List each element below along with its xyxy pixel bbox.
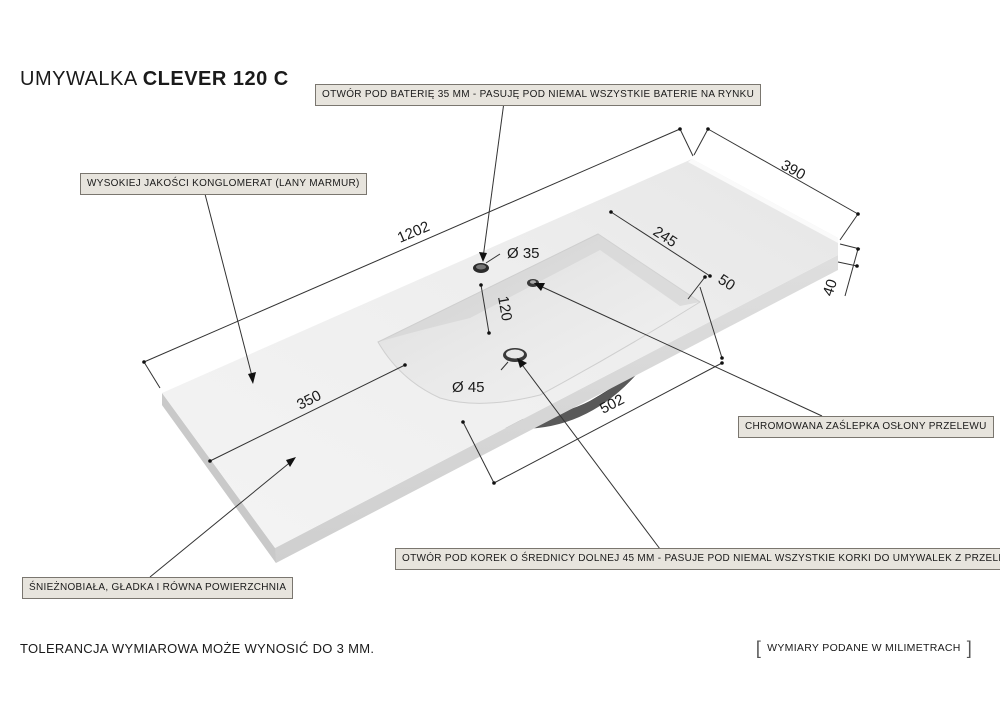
tolerance-note: TOLERANCJA WYMIAROWA MOŻE WYNOSIĆ DO 3 M… bbox=[20, 641, 375, 656]
bracket-left-icon: [ bbox=[755, 638, 762, 658]
units-note-text: WYMIARY PODANE W MILIMETRACH bbox=[767, 642, 961, 654]
basin-rim-shadow bbox=[378, 234, 600, 342]
overflow-cap-shine bbox=[530, 280, 536, 284]
leader-arrowheads bbox=[248, 252, 545, 467]
dim-label-drain-diameter: Ø 45 bbox=[452, 379, 485, 396]
leader-material bbox=[204, 193, 254, 381]
dim-line-basin-depth bbox=[610, 211, 711, 277]
dim-ext-length-right bbox=[679, 128, 694, 157]
dim-label-basin-edge: 50 bbox=[715, 271, 738, 294]
leader-drain-diameter bbox=[500, 361, 509, 371]
drain-hole-inner bbox=[506, 349, 524, 359]
dim-ext-basin-edge bbox=[699, 286, 723, 359]
dim-label-hole-spacing: 120 bbox=[494, 295, 515, 323]
page-title: UMYWALKA CLEVER 120 C bbox=[20, 68, 289, 91]
dimension-endpoints bbox=[142, 127, 860, 485]
dim-line-left-offset bbox=[209, 364, 406, 462]
bracket-right-icon: ] bbox=[966, 638, 972, 658]
callout-drain-hole: OTWÓR POD KOREK O ŚREDNICY DOLNEJ 45 MM … bbox=[395, 548, 1000, 570]
dim-ext-thickness-bottom bbox=[837, 261, 858, 267]
dim-line-depth bbox=[707, 128, 859, 215]
dim-ext-depth-right bbox=[839, 213, 859, 241]
dim-label-faucet-diameter: Ø 35 bbox=[507, 245, 540, 262]
units-note: [ WYMIARY PODANE W MILIMETRACH ] bbox=[750, 638, 978, 658]
title-product: CLEVER 120 C bbox=[142, 68, 289, 90]
dim-line-basin-edge bbox=[687, 276, 706, 300]
dim-line-hole-spacing bbox=[480, 284, 490, 334]
callout-material: WYSOKIEJ JAKOŚCI KONGLOMERAT (LANY MARMU… bbox=[80, 173, 367, 195]
leader-surface bbox=[149, 459, 294, 578]
dim-label-length: 1202 bbox=[395, 218, 432, 247]
dim-ext-depth-left bbox=[693, 128, 709, 156]
sink-top-edge-highlight bbox=[688, 159, 838, 243]
leader-lines bbox=[149, 101, 823, 578]
dim-line-basin-width bbox=[493, 362, 723, 484]
basin-inner-shading bbox=[598, 234, 700, 306]
faucet-hole-inner bbox=[476, 264, 486, 270]
dim-ext-length-left bbox=[143, 361, 161, 389]
leader-faucet-hole bbox=[482, 101, 505, 259]
leader-overflow-cap bbox=[537, 284, 823, 417]
dim-line-length bbox=[143, 128, 681, 363]
leader-drain-hole bbox=[519, 361, 661, 550]
callout-surface: ŚNIEŻNOBIAŁA, GŁADKA I RÓWNA POWIERZCHNI… bbox=[22, 577, 294, 599]
callout-faucet-hole: OTWÓR POD BATERIĘ 35 MM - PASUJĘ POD NIE… bbox=[315, 84, 762, 106]
dim-ext-basin-width-left bbox=[462, 421, 495, 484]
callout-overflow-cap: CHROMOWANA ZAŚLEPKA OSŁONY PRZELEWU bbox=[738, 416, 994, 438]
leader-faucet-diameter bbox=[485, 253, 501, 264]
dim-label-thickness: 40 bbox=[820, 277, 841, 298]
sink-left-edge bbox=[162, 393, 276, 563]
dim-line-thickness bbox=[844, 248, 859, 297]
title-prefix: UMYWALKA bbox=[20, 68, 143, 90]
dim-label-depth: 390 bbox=[778, 157, 808, 184]
basin-bowl bbox=[377, 233, 701, 404]
